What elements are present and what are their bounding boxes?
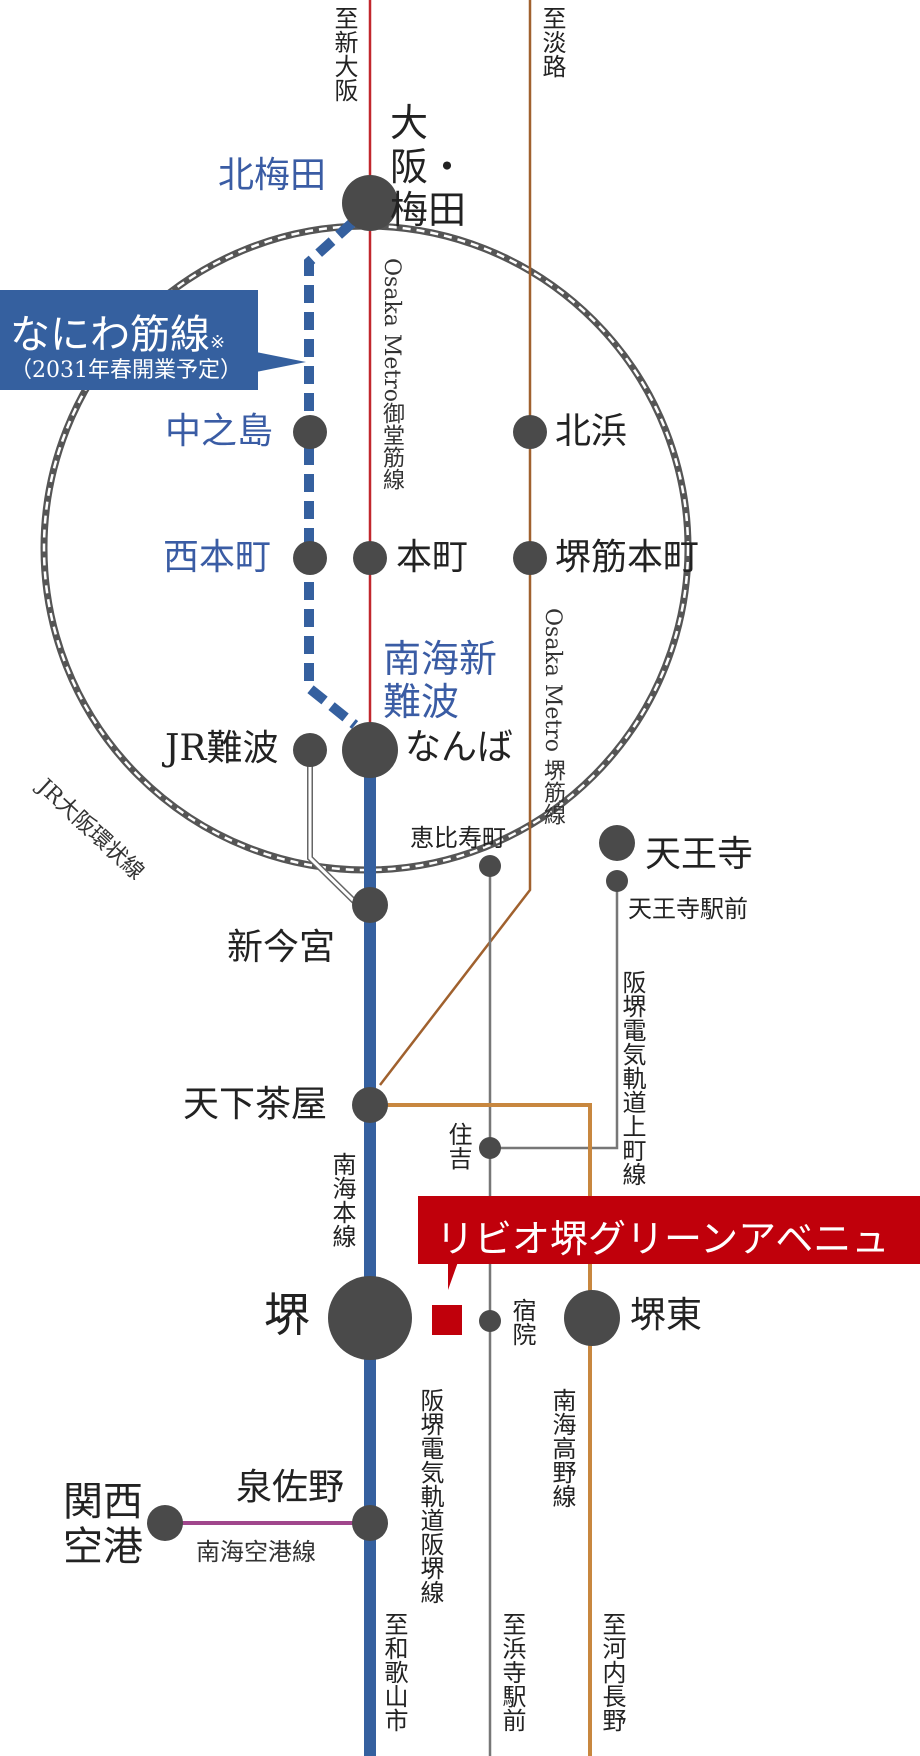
label-ebisucho: 恵比寿町 [410, 824, 506, 852]
station-sakaisuji-hommachi[interactable] [513, 541, 547, 575]
label-kitahama: 北浜 [555, 411, 628, 452]
direction-wakayamashi: 至和歌山市 [380, 1612, 408, 1732]
label-sakaihigashi: 堺東 [630, 1295, 703, 1336]
station-izumisano[interactable] [352, 1505, 388, 1541]
naniwasuji-mark: ※ [210, 332, 226, 353]
naniwasuji-note: （2031年春開業予定） [10, 358, 242, 383]
direction-kawachinagano: 至河内長野 [598, 1612, 626, 1732]
station-tengachaya[interactable] [352, 1087, 388, 1123]
naniwasuji-callout-pointer [256, 352, 306, 372]
station-sakai[interactable] [328, 1276, 412, 1360]
label-izumisano: 泉佐野 [236, 1467, 345, 1508]
label-shukuin: 宿院 [508, 1298, 536, 1346]
label-osaka-umeda: 大阪・梅田 [390, 101, 467, 233]
naniwasuji-callout: なにわ筋線※ （2031年春開業予定） [0, 290, 258, 390]
label-sumiyoshi: 住吉 [444, 1122, 472, 1170]
station-hommachi[interactable] [353, 541, 387, 575]
label-tennoji: 天王寺 [645, 834, 754, 875]
line-label-uemachi: 阪堺電気軌道上町線 [618, 970, 646, 1186]
label-shin-imamiya: 新今宮 [227, 927, 336, 968]
station-namba[interactable] [342, 722, 398, 778]
label-kita-umeda: 北梅田 [218, 155, 327, 196]
label-tengachaya: 天下茶屋 [183, 1084, 328, 1125]
label-kansai-airport: 関西空港 [63, 1479, 143, 1570]
label-nishihommachi: 西本町 [163, 537, 272, 578]
property-callout: リビオ堺グリーンアベニュー [418, 1196, 920, 1316]
sakaisuji-line [379, 0, 532, 1086]
line-label-nankai-main: 南海本線 [328, 1152, 356, 1248]
station-kitahama[interactable] [513, 415, 547, 449]
direction-awaji: 至淡路 [538, 6, 566, 78]
station-shin-imamiya[interactable] [352, 887, 388, 923]
property-marker[interactable] [432, 1305, 462, 1335]
property-callout-pointer [448, 1262, 458, 1290]
line-label-hankai: 阪堺電気軌道阪堺線 [416, 1388, 444, 1604]
label-sakai: 堺 [264, 1288, 310, 1342]
label-jr-namba: JR難波 [165, 728, 279, 769]
jr-namba-connector-inner [308, 750, 360, 907]
station-nakanoshima[interactable] [293, 415, 327, 449]
station-tennoji-ekimae[interactable] [606, 870, 628, 892]
direction-hamaderaekimae: 至浜寺駅前 [498, 1612, 526, 1732]
label-hommachi: 本町 [396, 537, 469, 578]
line-label-midosuji: Osaka Metro御堂筋線 [379, 258, 404, 491]
station-osaka-umeda[interactable] [342, 175, 398, 231]
property-name: リビオ堺グリーンアベニュー [436, 1217, 890, 1316]
label-tennoji-ekimae: 天王寺駅前 [628, 895, 748, 923]
station-sumiyoshi[interactable] [479, 1137, 501, 1159]
station-ebisucho[interactable] [479, 855, 501, 877]
naniwasuji-name: なにわ筋線 [10, 312, 210, 358]
line-label-sakaisuji: Osaka Metro 堺筋線 [540, 608, 565, 826]
station-shukuin[interactable] [479, 1310, 501, 1332]
label-namba: なんば [405, 727, 514, 768]
uemachi-line [490, 881, 619, 1150]
koya-line [370, 1103, 592, 1756]
label-nakanoshima: 中之島 [165, 411, 274, 452]
label-nankai-shin-namba: 南海新難波 [383, 637, 498, 724]
label-sakaisuji-hommachi: 堺筋本町 [555, 537, 700, 578]
line-label-airport: 南海空港線 [196, 1538, 316, 1566]
station-jr-namba[interactable] [293, 733, 327, 767]
station-kansai-airport[interactable] [147, 1505, 183, 1541]
line-label-koya: 南海高野線 [548, 1388, 576, 1508]
direction-shin-osaka: 至新大阪 [330, 6, 358, 102]
station-tennoji[interactable] [599, 825, 635, 861]
station-sakaihigashi[interactable] [564, 1290, 620, 1346]
naniwasuji-line [304, 219, 359, 729]
stations-layer [147, 175, 635, 1541]
station-nishihommachi[interactable] [293, 541, 327, 575]
